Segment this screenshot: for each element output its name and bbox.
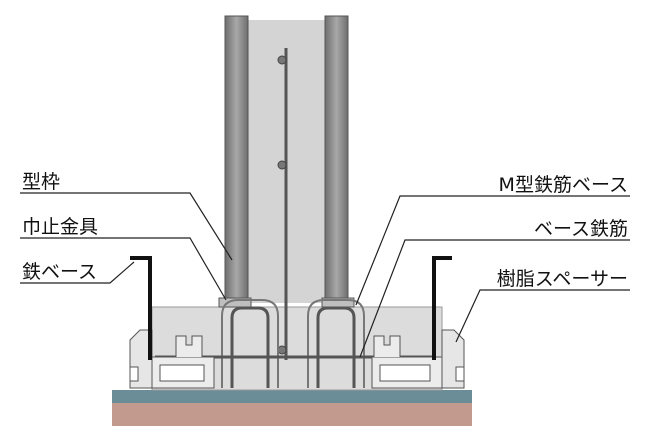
leader-formwork (20, 192, 233, 261)
leader-resin-spacer (455, 289, 630, 343)
label-m-type-rebar-base: M型鉄筋ベース (499, 174, 628, 196)
leader-lines (20, 192, 630, 358)
formwork-board-right (324, 15, 349, 303)
m-type-rebar-base-left (230, 306, 270, 388)
leader-iron-base (20, 261, 135, 284)
formwork-board-left (224, 15, 249, 303)
m-type-rebar-base-right (316, 306, 356, 388)
resin-spacer-right (371, 329, 465, 389)
leader-width-stop (20, 237, 227, 301)
rebar-node-2 (277, 160, 287, 170)
iron-base-right (432, 256, 452, 360)
rebar-node-3 (277, 345, 287, 355)
resin-spacer-left (129, 329, 215, 389)
label-formwork: 型枠 (22, 171, 60, 193)
rebar-node-1 (277, 55, 287, 65)
ground-earth-layer (112, 402, 472, 426)
width-stop-bracket-left (218, 297, 252, 308)
label-base-rebar: ベース鉄筋 (534, 218, 628, 240)
iron-base-left (130, 256, 152, 360)
label-iron-base: 鉄ベース (22, 261, 97, 283)
leader-base-rebar (359, 239, 630, 358)
ground-blue-layer (112, 390, 472, 403)
m-type-rebar-base-left-inner (221, 299, 279, 388)
label-width-stop-bracket: 巾止金具 (22, 216, 98, 238)
leader-m-rebar-base (355, 195, 630, 306)
label-resin-spacer: 樹脂スペーサー (497, 268, 628, 290)
m-type-rebar-base-right-inner (307, 299, 365, 388)
